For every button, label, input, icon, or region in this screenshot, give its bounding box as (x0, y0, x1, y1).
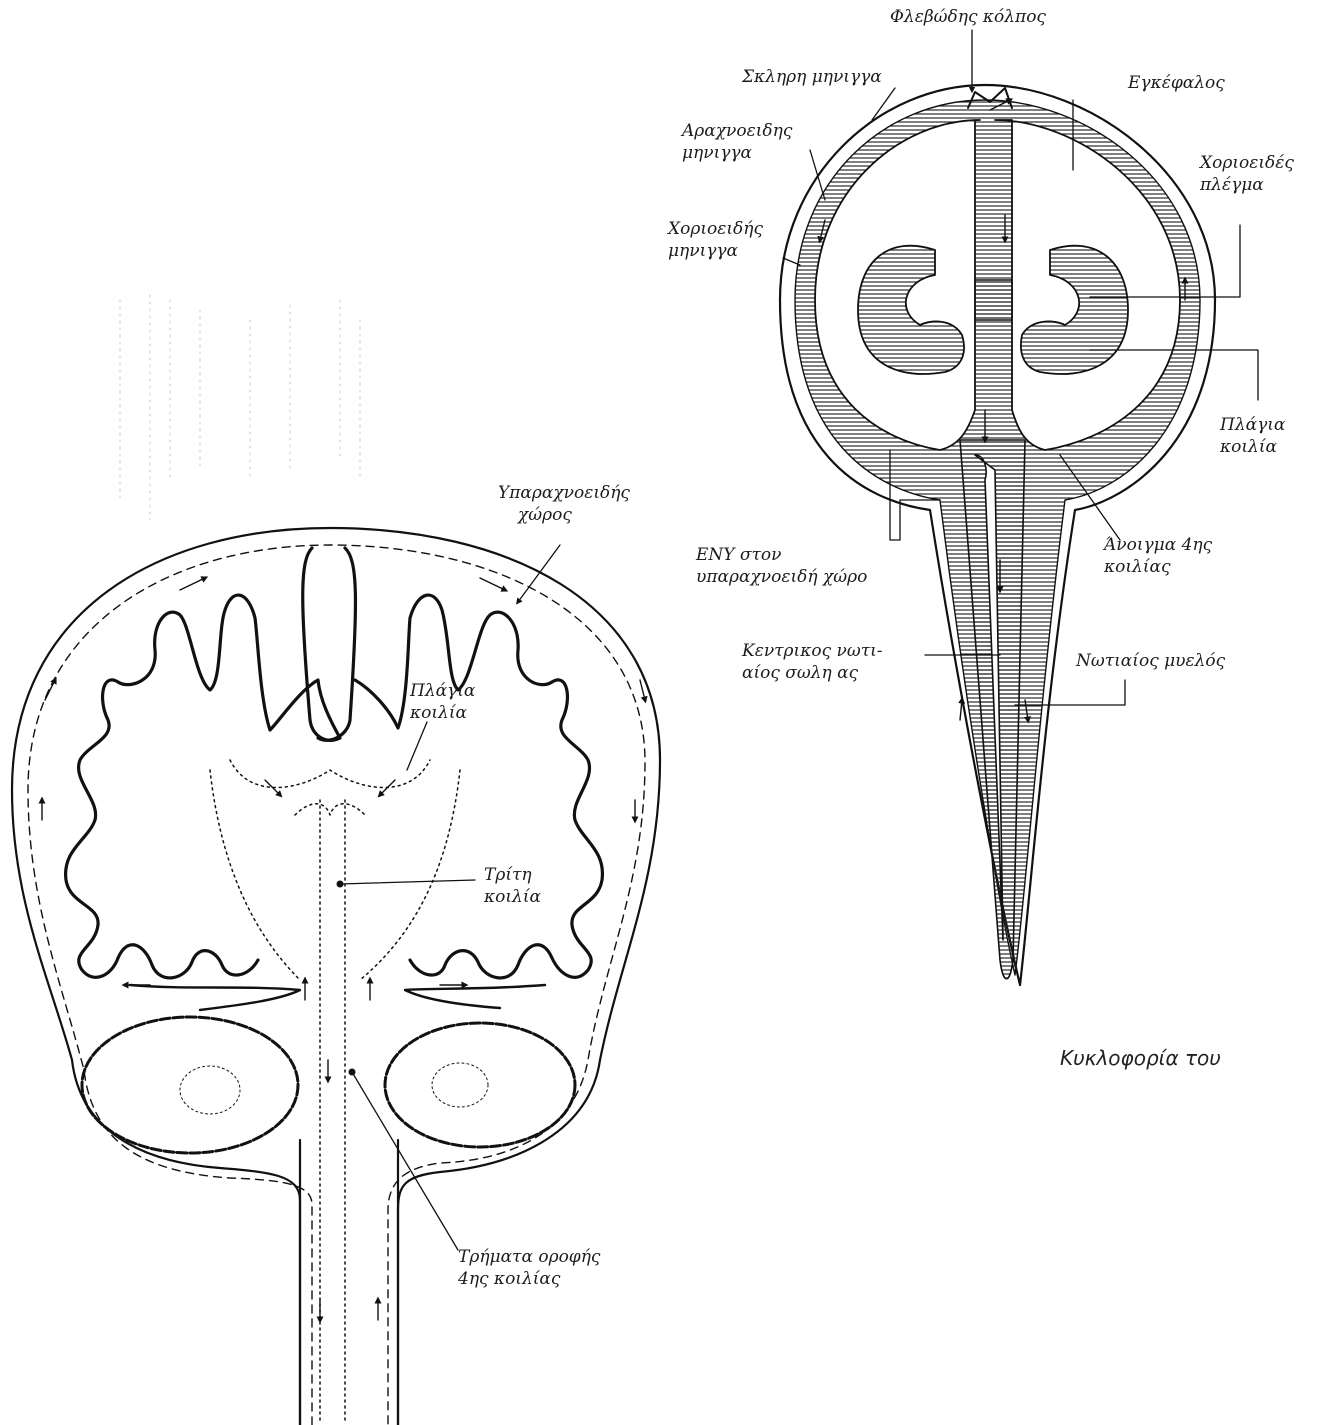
choroid-plexus-label-line2: πλέγμα (1200, 174, 1294, 196)
venous-sinus-label: Φλεβώδης κόλπος (890, 6, 1046, 28)
arachnoid-label: Αραχνοειδης μηνιγγα (682, 120, 792, 164)
lateral-ventricle-right-line2: κοιλία (1220, 436, 1285, 458)
right-cortex (318, 548, 602, 978)
pia-mater-label-line2: μηνιγγα (668, 240, 763, 262)
choroid-plexus-label-line1: Χοριοειδές (1200, 152, 1294, 174)
third-ventricle-dotted (210, 770, 460, 1420)
spinal-cord-label: Νωτιαίος μυελός (1076, 650, 1225, 672)
roof-openings-line2: 4ης κοιλίας (458, 1268, 600, 1290)
central-canal-line2: αίος σωλη ας (742, 662, 883, 684)
outer-meninges (12, 528, 660, 1425)
pia-mater-label-line1: Χοριοειδής (668, 218, 763, 240)
brain-label: Εγκέφαλος (1128, 72, 1225, 94)
lateral-ventricle-right-line1: Πλάγια (1220, 414, 1285, 436)
left-cortex (66, 548, 340, 978)
fourth-ventricle-opening-label: Άνοιγμα 4ης κοιλίας (1104, 534, 1212, 578)
arachnoid-dashed (28, 545, 645, 1425)
roof-openings-label: Τρήματα οροφής 4ης κοιλίας (458, 1246, 600, 1290)
figure-caption: Κυκλοφορία του (1060, 1046, 1221, 1070)
arachnoid-label-line1: Αραχνοειδης (682, 120, 792, 142)
right-cerebellum (385, 1023, 575, 1147)
central-canal-label: Κεντρικος νωτι- αίος σωλη ας (742, 640, 883, 684)
right-sagittal-schematic (780, 30, 1258, 985)
csf-subarachnoid-label: ΕΝΥ στον υπαραχνοειδή χώρο (696, 544, 867, 588)
left-cerebellum (82, 1017, 298, 1153)
third-ventricle-label: Τρίτη κοιλία (484, 864, 541, 908)
third-ventricle-line1: Τρίτη (484, 864, 541, 886)
roof-openings-line1: Τρήματα οροφής (458, 1246, 600, 1268)
lateral-ventricles-dotted (230, 760, 430, 815)
lateral-ventricle-left-line2: κοιλία (410, 702, 475, 724)
lateral-ventricle-left-line1: Πλάγια (410, 680, 475, 702)
choroid-plexus-label: Χοριοειδές πλέγμα (1200, 152, 1294, 196)
lateral-ventricle-label-left: Πλάγια κοιλία (410, 680, 475, 724)
arachnoid-label-line2: μηνιγγα (682, 142, 792, 164)
fourth-ventricle-opening-line2: κοιλίας (1104, 556, 1212, 578)
csf-subarachnoid-line2: υπαραχνοειδή χώρο (696, 566, 867, 588)
csf-subarachnoid-line1: ΕΝΥ στον (696, 544, 867, 566)
dura-mater-label: Σκληρη μηνιγγα (742, 66, 882, 88)
pia-mater-label: Χοριοειδής μηνιγγα (668, 218, 763, 262)
subarachnoid-space-line2: χώρος (498, 504, 630, 526)
central-canal-line1: Κεντρικος νωτι- (742, 640, 883, 662)
brainstem (300, 1140, 398, 1425)
scan-noise (120, 295, 360, 520)
lateral-ventricle-label-right: Πλάγια κοιλία (1220, 414, 1285, 458)
third-ventricle-line2: κοιλία (484, 886, 541, 908)
fourth-ventricle-opening-line1: Άνοιγμα 4ης (1104, 534, 1212, 556)
subarachnoid-space-label: Υπαραχνοειδής χώρος (498, 482, 630, 526)
subarachnoid-space-line1: Υπαραχνοειδής (498, 482, 630, 504)
